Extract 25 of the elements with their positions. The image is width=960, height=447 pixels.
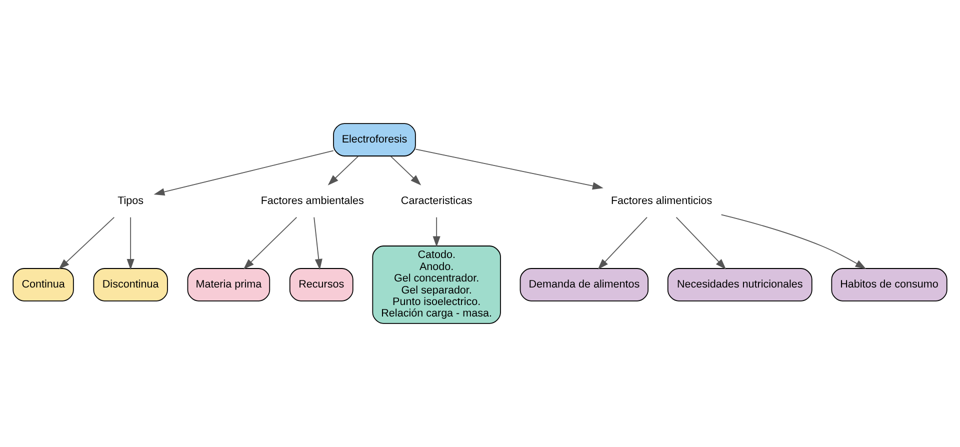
arrow	[390, 156, 422, 186]
arrow	[314, 216, 322, 270]
arrow	[58, 216, 115, 270]
arrow	[432, 216, 440, 248]
arrow	[328, 156, 359, 186]
arrow	[154, 150, 334, 196]
arrow	[676, 216, 726, 270]
node-box: Recursos	[289, 268, 354, 302]
arrow	[243, 216, 298, 270]
node-box: Discontinua	[93, 268, 168, 302]
node-box: Catodo. Anodo. Gel concentrador. Gel separador. Punto isoelectrico. Relación carga - masa.	[372, 246, 501, 324]
node-box: Demanda de alimentos	[520, 268, 649, 302]
node-text: Factores alimenticios	[610, 194, 712, 207]
arrow	[720, 214, 866, 269]
node-box: Continua	[12, 268, 74, 302]
node-box: Electroforesis	[333, 123, 416, 156]
node-text: Caracteristicas	[400, 194, 472, 207]
node-text: Tipos	[118, 194, 144, 207]
arrow	[415, 148, 604, 190]
node-text: Factores ambientales	[260, 194, 364, 207]
arrow	[126, 216, 134, 270]
node-box: Materia prima	[187, 268, 270, 302]
node-box: Necesidades nutricionales	[667, 268, 812, 302]
node-box: Habitos de consumo	[831, 268, 948, 302]
arrow	[598, 216, 648, 270]
